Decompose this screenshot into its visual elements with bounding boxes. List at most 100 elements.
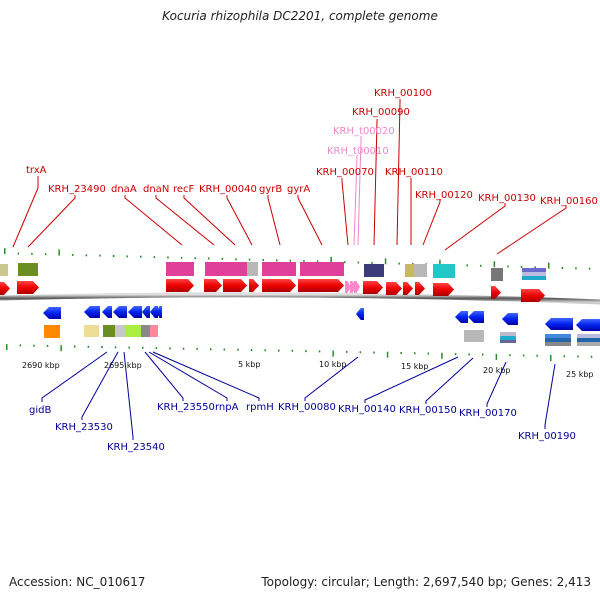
domain-box[interactable] — [464, 330, 484, 342]
reverse-gene-arrow[interactable] — [455, 311, 468, 323]
reverse-gene-arrow[interactable] — [84, 306, 100, 318]
domain-box[interactable] — [141, 325, 150, 337]
gene-label-KRH_00130[interactable]: KRH_00130 — [478, 193, 536, 204]
domain-box[interactable] — [166, 262, 194, 276]
gene-label-KRH_00150[interactable]: KRH_00150 — [399, 405, 457, 416]
reverse-gene-arrow[interactable] — [576, 319, 600, 331]
trna-arrow[interactable] — [354, 281, 360, 293]
domain-box[interactable] — [115, 325, 125, 337]
gene-label-KRH_00110[interactable]: KRH_00110 — [385, 167, 443, 178]
domain-box[interactable] — [300, 262, 344, 276]
reverse-gene-arrow[interactable] — [43, 307, 61, 319]
gene-label-gyrB[interactable]: gyrB — [259, 184, 282, 195]
reverse-gene-arrow[interactable] — [502, 313, 518, 325]
gene-label-recF[interactable]: recF — [173, 184, 195, 195]
reverse-gene-arrow[interactable] — [545, 318, 573, 330]
domain-box[interactable] — [103, 325, 115, 337]
reverse-gene-arrow[interactable] — [468, 311, 484, 323]
domain-box[interactable] — [433, 264, 455, 278]
domain-box[interactable] — [0, 264, 8, 276]
gene-label-KRH_00080[interactable]: KRH_00080 — [278, 402, 336, 413]
gene-label-rpmH[interactable]: rpmH — [246, 402, 274, 413]
gene-label-KRH_00100[interactable]: KRH_00100 — [374, 88, 432, 99]
domain-box[interactable] — [84, 325, 99, 337]
tick-dot — [316, 260, 319, 263]
domain-box[interactable] — [522, 268, 546, 272]
gene-label-KRH_00070[interactable]: KRH_00070 — [316, 167, 374, 178]
forward-gene-arrow[interactable] — [262, 279, 296, 292]
reverse-gene-arrow[interactable] — [102, 306, 112, 318]
domain-box[interactable] — [577, 338, 600, 342]
forward-gene-arrow[interactable] — [223, 279, 247, 292]
forward-gene-arrow[interactable] — [363, 281, 383, 294]
domain-box[interactable] — [522, 272, 546, 276]
gene-label-dnaA[interactable]: dnaA — [111, 184, 137, 195]
domain-box[interactable] — [205, 262, 225, 276]
gene-label-KRH_00190[interactable]: KRH_00190 — [518, 431, 576, 442]
forward-gene-arrow[interactable] — [0, 282, 10, 295]
gene-label-dnaN[interactable]: dnaN — [143, 184, 169, 195]
domain-box[interactable] — [545, 342, 571, 346]
forward-gene-arrow[interactable] — [249, 279, 259, 292]
trna-arrow[interactable] — [345, 281, 351, 293]
gene-label-KRH_23530[interactable]: KRH_23530 — [55, 422, 113, 433]
trna-arrow[interactable] — [350, 281, 356, 293]
gene-label-KRH_23540[interactable]: KRH_23540 — [107, 442, 165, 453]
forward-gene-arrow[interactable] — [17, 281, 39, 294]
tick-dot — [262, 259, 264, 261]
domain-box[interactable] — [150, 325, 158, 337]
domain-box[interactable] — [405, 264, 414, 277]
gene-label-gyrA[interactable]: gyrA — [287, 184, 310, 195]
domain-box[interactable] — [500, 332, 516, 336]
domain-box[interactable] — [500, 336, 516, 340]
gene-label-KRH_00170[interactable]: KRH_00170 — [459, 408, 517, 419]
domain-box[interactable] — [577, 334, 600, 338]
tick-dot — [58, 249, 60, 256]
reverse-gene-arrow[interactable] — [150, 306, 158, 318]
domain-box[interactable] — [247, 262, 258, 276]
domain-box[interactable] — [414, 264, 427, 277]
forward-gene-arrow[interactable] — [386, 282, 402, 295]
reverse-gene-arrow[interactable] — [356, 308, 364, 320]
gene-label-KRH_00120[interactable]: KRH_00120 — [415, 190, 473, 201]
tick-dot — [112, 255, 115, 257]
tick-dot — [386, 351, 389, 358]
gene-label-KRH_00140[interactable]: KRH_00140 — [338, 404, 396, 415]
gene-label-KRH_00090[interactable]: KRH_00090 — [352, 107, 410, 118]
domain-box[interactable] — [545, 338, 571, 342]
forward-gene-arrow[interactable] — [521, 289, 545, 302]
domain-box[interactable] — [577, 342, 600, 346]
gene-label-gidB[interactable]: gidB — [29, 405, 51, 416]
reverse-gene-arrow[interactable] — [128, 306, 142, 318]
domain-box[interactable] — [262, 262, 296, 276]
forward-gene-arrow[interactable] — [415, 282, 425, 295]
tick-dot — [493, 261, 496, 268]
gene-label-KRH_23490[interactable]: KRH_23490 — [48, 184, 106, 195]
domain-box[interactable] — [364, 264, 384, 277]
domain-box[interactable] — [545, 334, 571, 338]
domain-box[interactable] — [522, 276, 546, 280]
forward-gene-arrow[interactable] — [403, 282, 413, 295]
tick-dot — [31, 252, 33, 255]
gene-label-rnpA[interactable]: rnpA — [215, 402, 239, 413]
gene-label-KRH_t00020[interactable]: KRH_t00020 — [333, 126, 395, 137]
domain-box[interactable] — [125, 325, 141, 337]
forward-gene-arrow[interactable] — [491, 286, 501, 299]
domain-box[interactable] — [44, 325, 60, 338]
domain-box[interactable] — [225, 262, 247, 276]
domain-box[interactable] — [491, 268, 503, 281]
reverse-gene-arrow[interactable] — [142, 306, 150, 318]
gene-label-KRH_00160[interactable]: KRH_00160 — [540, 196, 598, 207]
gene-label-KRH_t00010[interactable]: KRH_t00010 — [327, 146, 389, 157]
forward-gene-arrow[interactable] — [166, 279, 194, 292]
domain-box[interactable] — [18, 263, 38, 276]
reverse-gene-arrow[interactable] — [113, 306, 127, 318]
gene-label-KRH_23550[interactable]: KRH_23550 — [157, 402, 215, 413]
forward-gene-arrow[interactable] — [298, 279, 344, 292]
gene-label-KRH_00040[interactable]: KRH_00040 — [199, 184, 257, 195]
domain-box[interactable] — [500, 340, 516, 343]
forward-gene-arrow[interactable] — [433, 283, 454, 296]
gene-label-trxA[interactable]: trxA — [26, 165, 47, 176]
reverse-gene-arrow[interactable] — [156, 306, 162, 318]
forward-gene-arrow[interactable] — [204, 279, 222, 292]
